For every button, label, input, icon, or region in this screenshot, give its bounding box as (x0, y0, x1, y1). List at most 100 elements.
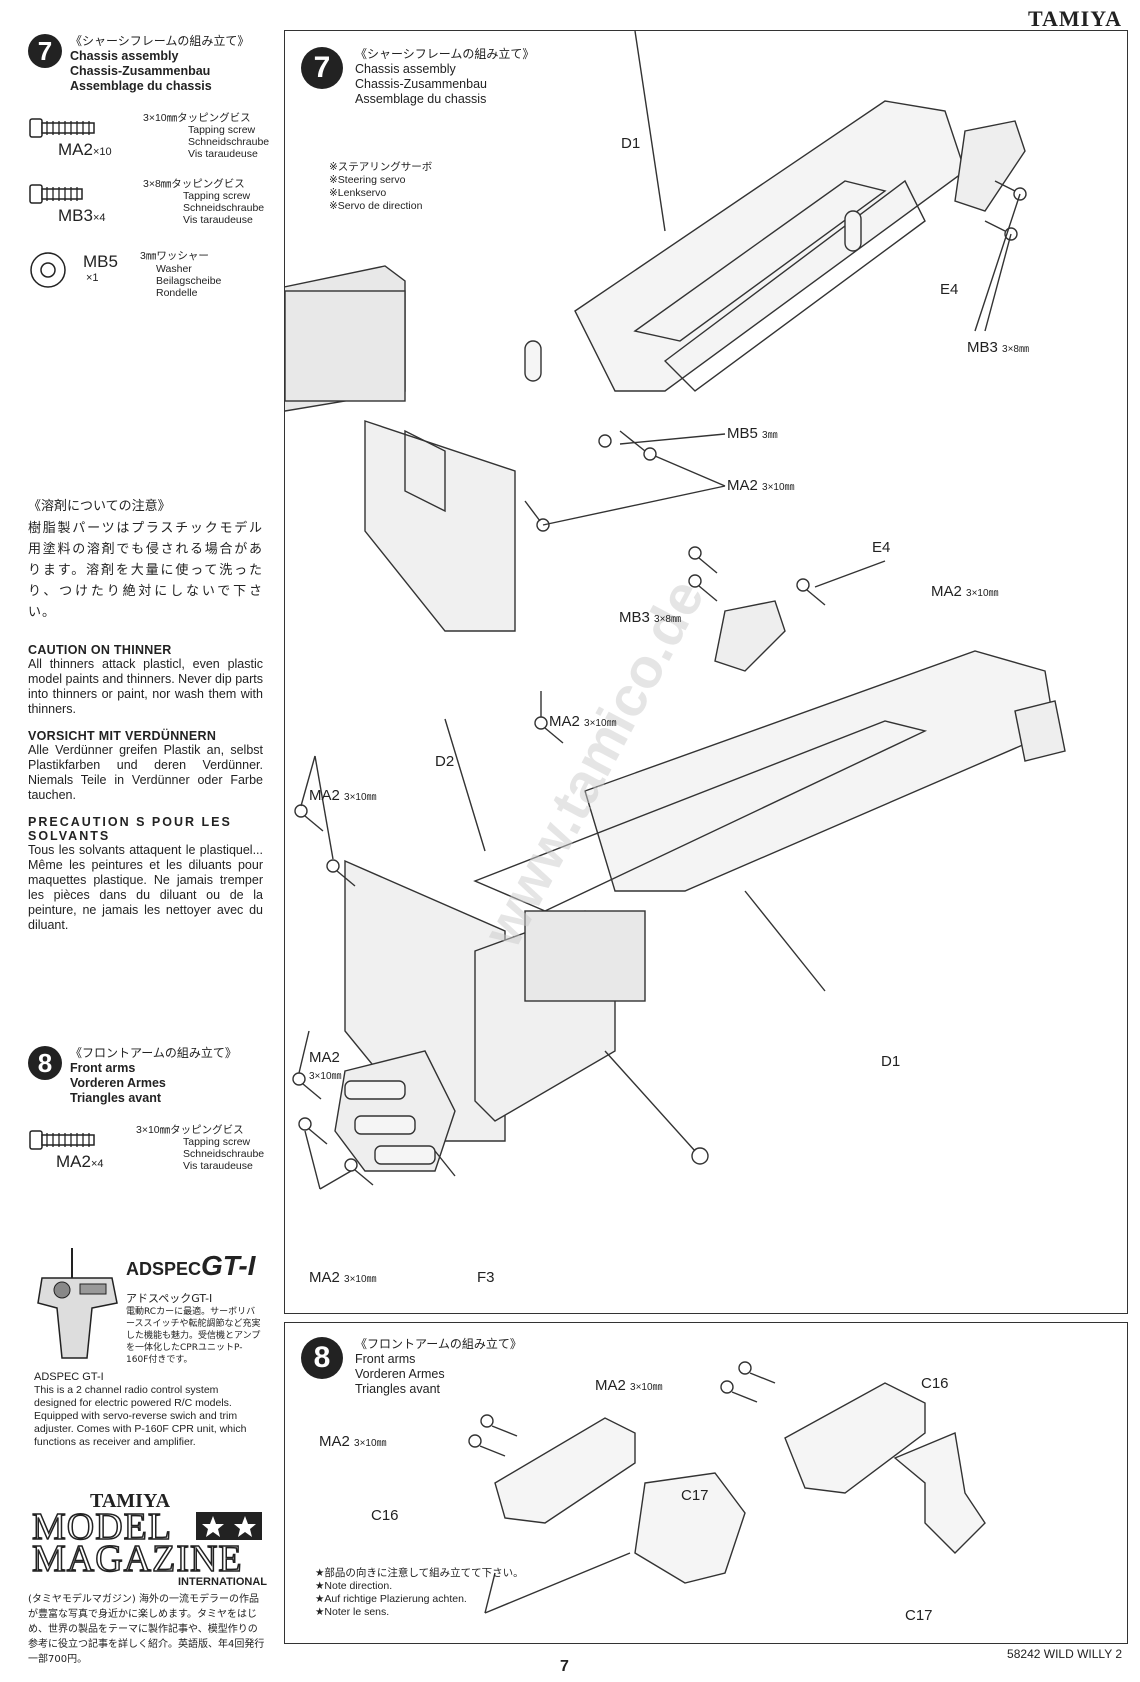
label-code: MA2 (931, 583, 962, 600)
part-qty: ×1 (86, 272, 99, 284)
label-d1-bottom: D1 (881, 1053, 901, 1070)
step8-title-jp: 《フロントアームの組み立て》 (70, 1046, 237, 1060)
part-spec-jp: 3㎜ワッシャー (140, 250, 209, 262)
step8-panel-title: 《フロントアームの組み立て》 Front arms Vorderen Armes… (355, 1335, 522, 1397)
label-e4-top: E4 (940, 281, 959, 298)
step8-title-de: Vorderen Armes (70, 1076, 166, 1090)
caution-title-en: CAUTION ON THINNER (28, 643, 172, 657)
label-size: 3×8㎜ (1002, 344, 1029, 355)
label-size: 3×10㎜ (354, 1438, 387, 1449)
label-size: 3×10㎜ (344, 792, 377, 803)
part-code: MB3 (58, 206, 93, 225)
part-spec-jp: 3×10㎜タッピングビス (136, 1124, 244, 1136)
adspec-desc-jp: 電動RCカーに最適。サーボリバーススイッチや転舵調節など充実した機能も魅力。受信… (126, 1307, 261, 1365)
label-code: MA2 (309, 1269, 340, 1286)
screw-icon (29, 118, 95, 138)
servo-note-en: ※Steering servo (329, 174, 406, 186)
label-d2: D2 (435, 753, 455, 770)
part-qty: ×10 (92, 146, 112, 158)
footer-code: 58242 WILD WILLY 2 (1007, 1647, 1122, 1661)
adspec-logo: ADSPECGT-I (126, 1250, 255, 1282)
label-code: MB3 (619, 609, 650, 626)
transmitter-icon (37, 1248, 118, 1359)
part-name-fr: Vis taraudeuse (188, 148, 258, 160)
step7-panel-title-fr: Assemblage du chassis (355, 92, 487, 106)
label-code: MA2 (309, 787, 340, 804)
direction-note: ★部品の向きに注意して組み立てて下さい。 ★Note direction. ★A… (315, 1567, 524, 1619)
part-name-de: Schneidschraube (183, 1148, 265, 1160)
magazine-brand: TAMIYA (90, 1490, 171, 1512)
label-f3: F3 (477, 1269, 495, 1286)
label-size: 3×10㎜ (630, 1382, 663, 1393)
label-ma2-mid-r: MA2 3×10㎜ (931, 583, 999, 600)
direction-note-de: ★Auf richtige Plazierung achten. (315, 1593, 467, 1605)
caution-body-de: Alle Verdünner greifen Plastik an, selbs… (28, 743, 263, 802)
screw-icon (29, 1130, 95, 1150)
part-code: MA2 (58, 140, 93, 159)
step7-number-badge: 7 (28, 34, 62, 68)
step8-number-badge: 8 (28, 1046, 62, 1080)
step7-panel-badge: 7 (301, 47, 343, 89)
step7-panel-title: 《シャーシフレームの組み立て》 Chassis assembly Chassis… (355, 45, 534, 107)
label-ma2-lower: MA2 3×10㎜ (309, 1049, 342, 1083)
part-code: MB5 (83, 252, 118, 271)
adspec-name-jp: アドスペックGT-I (126, 1292, 213, 1305)
label-c17-b: C17 (905, 1607, 933, 1624)
part-name-en: Tapping screw (183, 1136, 251, 1148)
direction-note-fr: ★Noter le sens. (315, 1606, 390, 1618)
step7-panel: 7 《シャーシフレームの組み立て》 Chassis assembly Chass… (284, 30, 1128, 1314)
step8-panel-title-fr: Triangles avant (355, 1382, 440, 1396)
servo-note-jp: ※ステアリングサーボ (329, 161, 433, 173)
label-code: MA2 (319, 1433, 350, 1450)
step7-panel-title-jp: 《シャーシフレームの組み立て》 (355, 47, 535, 61)
label-code: MB5 (727, 425, 758, 442)
label-c16-r: C16 (921, 1375, 949, 1392)
step8-panel-title-jp: 《フロントアームの組み立て》 (355, 1337, 522, 1351)
label-size: 3×10㎜ (344, 1274, 377, 1285)
step7-panel-title-de: Chassis-Zusammenbau (355, 77, 487, 91)
label-mb3-top: MB3 3×8㎜ (967, 339, 1029, 356)
part-qty: ×4 (90, 1158, 104, 1170)
step8-panel-title-de: Vorderen Armes (355, 1367, 445, 1381)
part-ma2-step8: MA2×4 3×10㎜タッピングビス Tapping screw Schneid… (28, 1124, 278, 1174)
label-ma2-top: MA2 3×10㎜ (727, 477, 795, 494)
label-c17-t: C17 (681, 1487, 709, 1504)
servo-note-fr: ※Servo de direction (329, 200, 423, 212)
label-size: 3×10㎜ (966, 588, 999, 599)
part-mb3: MB3×4 3×8㎜タッピングビス Tapping screw Schneids… (28, 178, 278, 228)
magazine-line1: MODEL (31, 1506, 173, 1548)
step8-title-fr: Triangles avant (70, 1091, 162, 1105)
part-spec-jp: 3×10㎜タッピングビス (143, 112, 251, 124)
magazine-line3: INTERNATIONAL (178, 1576, 268, 1588)
step7-title-en: Chassis assembly (70, 49, 179, 63)
step8-title-en: Front arms (70, 1061, 136, 1075)
brand-logo: TAMIYA (1027, 6, 1122, 31)
step7-panel-title-en: Chassis assembly (355, 62, 456, 76)
part-name-de: Schneidschraube (183, 202, 265, 214)
washer-icon (30, 252, 66, 288)
step7-diagram: www.tamico.de (285, 31, 1066, 1190)
label-code: MA2 (309, 1049, 340, 1066)
adspec-title: ADSPEC GT-I (34, 1371, 104, 1383)
adspec-logo-b: GT-I (201, 1250, 256, 1281)
label-code: MA2 (549, 713, 580, 730)
label-size: 3㎜ (762, 430, 778, 441)
caution-body-jp: 樹脂製パーツはプラスチックモデル用塗料の溶剤でも侵される場合があります。溶剤を大… (28, 521, 263, 620)
servo-note-de: ※Lenkservo (329, 187, 387, 199)
part-name-de: Schneidschraube (188, 136, 270, 148)
label-e4-mid: E4 (872, 539, 891, 556)
adspec-logo-a: ADSPEC (126, 1259, 202, 1279)
part-name-en: Tapping screw (183, 190, 251, 202)
part-name-en: Washer (156, 263, 192, 275)
label-mb3-mid: MB3 3×8㎜ (619, 609, 681, 626)
adspec-desc: This is a 2 channel radio control system… (34, 1384, 247, 1448)
servo-note: ※ステアリングサーボ ※Steering servo ※Lenkservo ※S… (329, 161, 432, 213)
part-name-fr: Rondelle (156, 287, 198, 299)
magazine-desc-jp: (タミヤモデルマガジン) 海外の一流モデラーの作品が豊富な写真で身近かに楽しめま… (28, 1594, 265, 1665)
part-code: MA2 (56, 1152, 91, 1171)
step7-title-de: Chassis-Zusammenbau (70, 64, 211, 78)
caution-title-jp: 《溶剤についての注意》 (28, 499, 171, 514)
label-size: 3×10㎜ (309, 1071, 342, 1082)
label-code: MA2 (727, 477, 758, 494)
part-ma2: MA2×10 3×10㎜タッピングビス Tapping screw Schnei… (28, 112, 278, 162)
